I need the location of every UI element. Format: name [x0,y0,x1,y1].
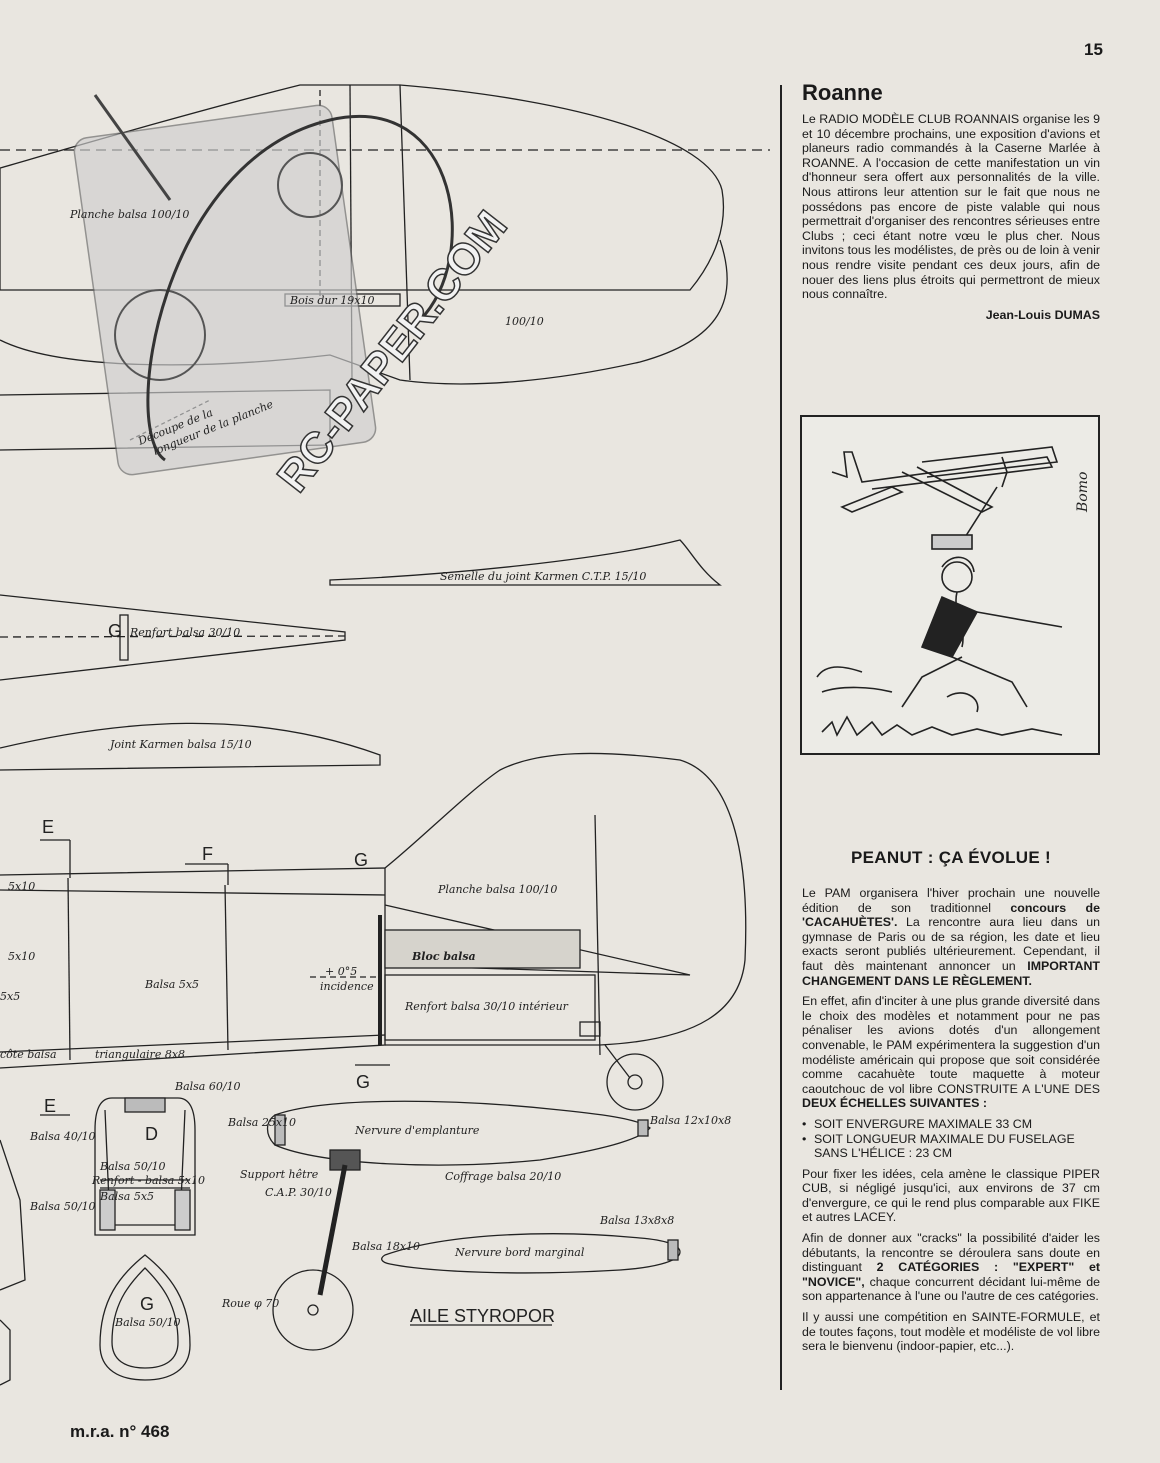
article-title-roanne: Roanne [802,80,883,105]
cartoon-drawing: Bomo [816,446,1091,737]
section-marker-g-top: G [354,850,368,870]
label-planche-top: Planche balsa 100/10 [69,208,189,221]
section-marker-g-small: G [108,621,122,641]
model-plan-drawing: RC-PAPER.COM Planche balsa 100/10 Bois d… [0,84,770,1386]
label-balsa-4010: Balsa 40/10 [29,1130,96,1143]
label-semelle: Semelle du joint Karmen C.T.P. 15/10 [440,570,646,583]
section-marker-g-section: G [140,1294,154,1314]
cartoon-illustration: Bomo [800,415,1100,755]
section-marker-g-bottom: G [356,1072,370,1092]
label-renfort-interieur: Renfort balsa 30/10 intérieur [404,1000,569,1013]
label-aile-styropor: AILE STYROPOR [410,1306,555,1326]
label-balsa-5010-c: Balsa 50/10 [114,1316,181,1329]
label-renfort-5x10: Renfort - balsa 5x10 [91,1174,205,1187]
label-incidence: incidence [320,980,374,993]
label-balsa-18x10: Balsa 18x10 [351,1240,420,1253]
list-item: SOIT ENVERGURE MAXIMALE 33 CM [802,1117,1100,1132]
label-thickness: 100/10 [505,315,544,328]
label-5x10-b: 5x10 [8,950,35,963]
label-nervure-bord: Nervure bord marginal [454,1246,585,1259]
peanut-paragraph-4: Afin de donner aux "cracks" la possibili… [802,1231,1100,1304]
peanut-paragraph-1: Le PAM organisera l'hiver prochain une n… [802,886,1100,988]
watermark-badge [73,94,454,476]
section-marker-e-bottom: E [44,1096,56,1116]
article-peanut: Le PAM organisera l'hiver prochain une n… [802,886,1100,1360]
label-balsa-5x5: Balsa 5x5 [144,978,199,991]
section-marker-f: F [202,844,213,864]
label-balsa-5010: Balsa 50/10 [99,1160,166,1173]
article-title-peanut: PEANUT : ÇA ÉVOLUE ! [851,848,1051,867]
article-author: Jean-Louis DUMAS [985,307,1100,322]
label-joint-karmen: Joint Karmen balsa 15/10 [108,738,252,751]
label-balsa-5010-b: Balsa 50/10 [29,1200,96,1213]
label-bois-dur: Bois dur 19x10 [289,294,374,307]
label-balsa-25x10: Balsa 25x10 [227,1116,296,1129]
peanut-scale-list: SOIT ENVERGURE MAXIMALE 33 CM SOIT LONGU… [802,1117,1100,1161]
label-cote-balsa: côte balsa [0,1048,57,1061]
section-marker-d: D [145,1124,158,1144]
column-divider [780,85,782,1390]
label-balsa-6010: Balsa 60/10 [174,1080,241,1093]
label-roue: Roue φ 70 [221,1297,279,1310]
peanut-paragraph-2: En effet, afin d'inciter à une plus gran… [802,994,1100,1111]
magazine-footer: m.r.a. n° 468 [70,1422,170,1441]
peanut-paragraph-3: Pour fixer les idées, cela amène le clas… [802,1166,1100,1225]
label-balsa-13x8: Balsa 13x8x8 [599,1214,674,1227]
list-item: SOIT LONGUEUR MAXIMALE DU FUSELAGE SANS … [802,1132,1100,1161]
label-support-hetre: Support hêtre [240,1168,319,1181]
label-bloc: Bloc balsa [411,950,476,963]
article-roanne: Le RADIO MODÈLE CLUB ROANNAIS organise l… [802,112,1100,322]
label-cap: C.A.P. 30/10 [265,1186,332,1199]
cartoon-signature: Bomo [1075,472,1091,513]
label-balsa-5x5-b: Balsa 5x5 [99,1190,154,1203]
label-nervure-emplanture: Nervure d'emplanture [354,1124,480,1137]
label-incidence-value: + 0°5 [325,965,357,978]
page-number: 15 [1084,40,1103,59]
peanut-paragraph-5: Il y aussi une compétition en SAINTE-FOR… [802,1310,1100,1354]
label-triangulaire: triangulaire 8x8 [95,1048,185,1061]
label-balsa-12x10: Balsa 12x10x8 [649,1114,731,1127]
label-planche-fin: Planche balsa 100/10 [437,883,557,896]
label-renfort-3010: Renfort balsa 30/10 [129,626,240,639]
label-5x5: 5x5 [0,990,20,1003]
label-coffrage: Coffrage balsa 20/10 [445,1170,561,1183]
article-roanne-body: Le RADIO MODÈLE CLUB ROANNAIS organise l… [802,112,1100,302]
section-marker-e-top: E [42,817,54,837]
label-5x10-a: 5x10 [8,880,35,893]
